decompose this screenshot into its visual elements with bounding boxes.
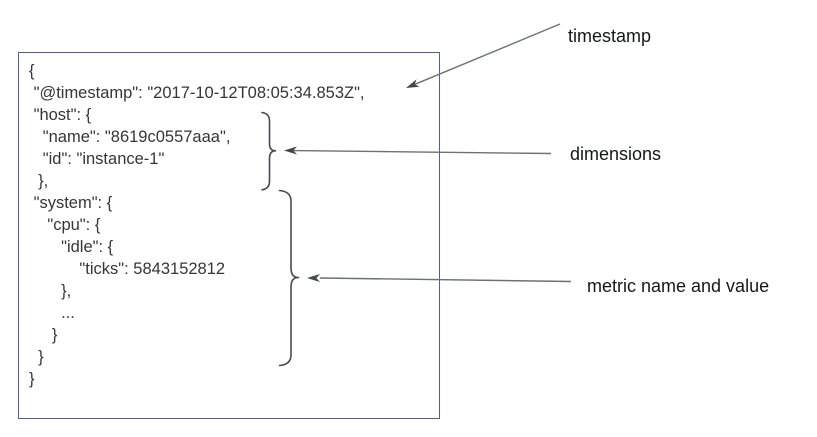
dimensions-label: dimensions	[570, 144, 662, 164]
json-document-text: { "@timestamp": "2017-10-12T08:05:34.853…	[29, 62, 365, 388]
json-document-box	[18, 52, 440, 419]
timestamp-label: timestamp	[568, 26, 652, 46]
metric-name-and-value-label: metric name and value	[587, 276, 770, 296]
